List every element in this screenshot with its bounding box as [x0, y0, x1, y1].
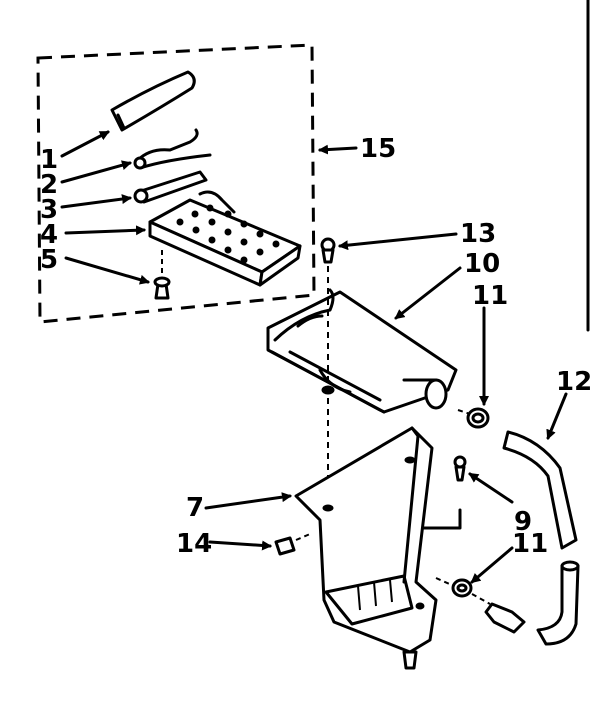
label-11-lower: 11 — [512, 529, 548, 559]
part-1-gasket — [110, 70, 196, 132]
leader-dash-1 — [435, 577, 455, 587]
part-13-clip — [320, 237, 336, 264]
label-13: 13 — [460, 219, 496, 249]
label-9: 9 — [514, 507, 532, 537]
part-11-clamp-lower — [451, 578, 473, 598]
label-15: 15 — [360, 134, 396, 164]
leader-dash-3 — [457, 409, 471, 415]
label-3: 3 — [40, 195, 58, 225]
part-7-bracket — [294, 426, 462, 670]
part-14-block — [274, 536, 296, 556]
label-7: 7 — [186, 493, 204, 523]
label-5: 5 — [40, 245, 58, 275]
label-2: 2 — [40, 170, 58, 200]
part-4-tray — [148, 190, 302, 287]
leader-arrows — [60, 130, 568, 584]
label-4: 4 — [40, 220, 58, 250]
part-12-hose — [502, 430, 580, 646]
label-11-upper: 11 — [472, 281, 508, 311]
label-1: 1 — [40, 145, 58, 175]
part-10-housing — [266, 288, 458, 414]
leader-dash-2 — [471, 593, 491, 605]
hose-connector — [484, 602, 526, 634]
part-3-rod — [133, 170, 208, 204]
leader-dash-4 — [295, 533, 311, 541]
part-11-clamp-upper — [466, 407, 490, 429]
part-5-screw — [153, 250, 171, 300]
label-10: 10 — [464, 249, 500, 279]
label-14: 14 — [176, 529, 212, 559]
part-9-screw — [453, 455, 467, 482]
part-2-spring — [133, 128, 212, 170]
label-12: 12 — [556, 367, 592, 397]
kit-boundary-box — [36, 43, 316, 324]
